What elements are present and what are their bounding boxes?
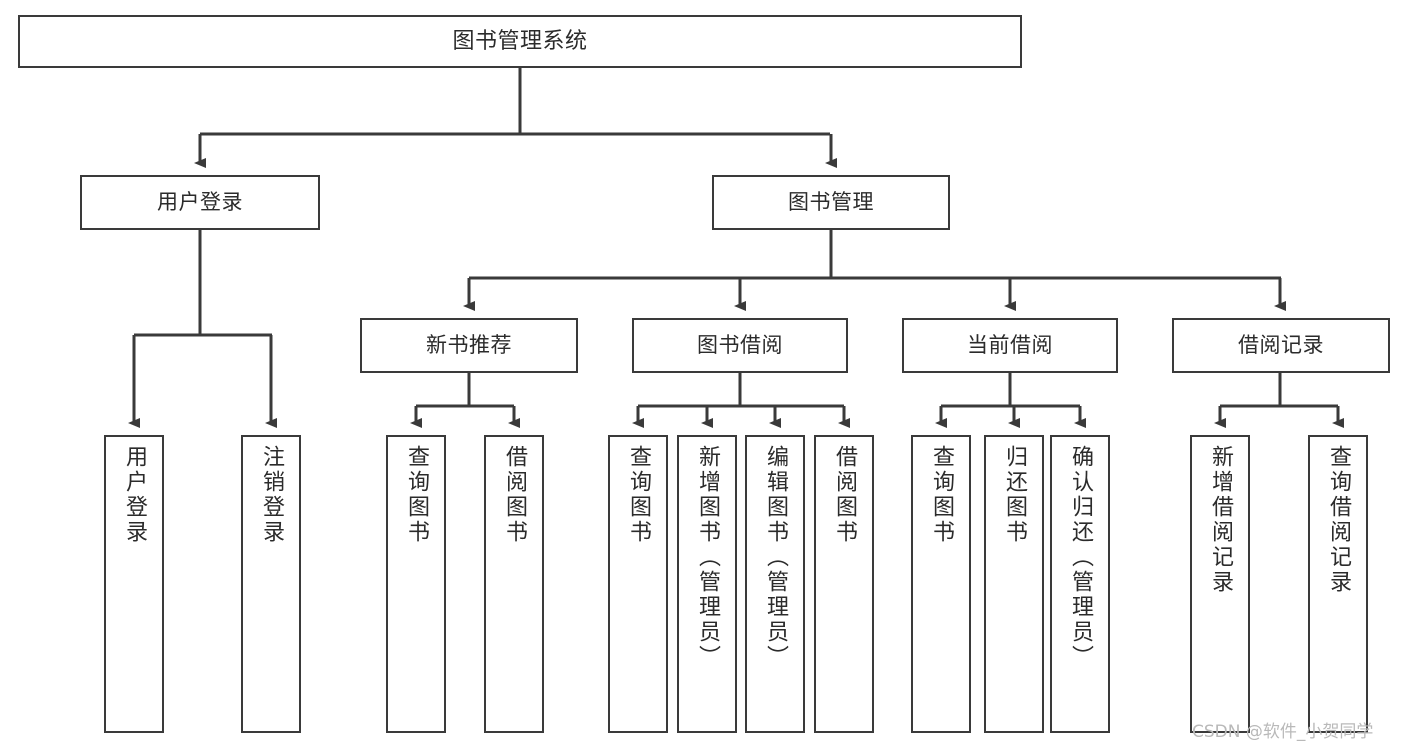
- node-leaf-edit-book-admin-label: 编辑图书（管理员）: [763, 445, 788, 670]
- node-root-label: 图书管理系统: [452, 28, 588, 54]
- node-leaf-query-book-current-label: 查询图书: [929, 445, 954, 545]
- node-leaf-query-book-rec[interactable]: 查询图书: [386, 435, 446, 733]
- node-leaf-query-borrow-record[interactable]: 查询借阅记录: [1308, 435, 1368, 733]
- node-leaf-add-borrow-record[interactable]: 新增借阅记录: [1190, 435, 1250, 733]
- csdn-watermark: CSDN @软件_小贺同学: [1192, 722, 1374, 742]
- node-leaf-add-borrow-record-label: 新增借阅记录: [1208, 445, 1233, 595]
- node-new-book-rec-label: 新书推荐: [426, 333, 512, 358]
- node-leaf-return-book-label: 归还图书: [1002, 445, 1027, 545]
- node-book-manage-label: 图书管理: [788, 190, 874, 215]
- node-book-manage[interactable]: 图书管理: [712, 175, 950, 230]
- node-borrow-record-label: 借阅记录: [1238, 333, 1324, 358]
- node-leaf-logout[interactable]: 注销登录: [241, 435, 301, 733]
- node-leaf-confirm-return-admin-label: 确认归还（管理员）: [1068, 445, 1093, 670]
- node-root[interactable]: 图书管理系统: [18, 15, 1022, 68]
- node-leaf-add-book-admin-label: 新增图书（管理员）: [695, 445, 720, 670]
- node-current-borrow[interactable]: 当前借阅: [902, 318, 1118, 373]
- node-leaf-borrow-book-rec[interactable]: 借阅图书: [484, 435, 544, 733]
- node-leaf-query-book-borrow[interactable]: 查询图书: [608, 435, 668, 733]
- node-leaf-query-book-borrow-label: 查询图书: [626, 445, 651, 545]
- node-leaf-borrow-book-label: 借阅图书: [832, 445, 857, 545]
- node-leaf-return-book[interactable]: 归还图书: [984, 435, 1044, 733]
- node-leaf-confirm-return-admin[interactable]: 确认归还（管理员）: [1050, 435, 1110, 733]
- node-new-book-rec[interactable]: 新书推荐: [360, 318, 578, 373]
- node-borrow-record[interactable]: 借阅记录: [1172, 318, 1390, 373]
- node-leaf-query-borrow-record-label: 查询借阅记录: [1326, 445, 1351, 595]
- node-leaf-user-login-label: 用户登录: [122, 445, 147, 545]
- node-leaf-user-login[interactable]: 用户登录: [104, 435, 164, 733]
- node-current-borrow-label: 当前借阅: [967, 333, 1053, 358]
- node-leaf-logout-label: 注销登录: [259, 445, 284, 545]
- node-leaf-borrow-book[interactable]: 借阅图书: [814, 435, 874, 733]
- node-leaf-edit-book-admin[interactable]: 编辑图书（管理员）: [745, 435, 805, 733]
- node-leaf-borrow-book-rec-label: 借阅图书: [502, 445, 527, 545]
- node-user-login-label: 用户登录: [157, 190, 243, 215]
- node-leaf-add-book-admin[interactable]: 新增图书（管理员）: [677, 435, 737, 733]
- node-leaf-query-book-current[interactable]: 查询图书: [911, 435, 971, 733]
- node-book-borrow[interactable]: 图书借阅: [632, 318, 848, 373]
- node-book-borrow-label: 图书借阅: [697, 333, 783, 358]
- node-user-login[interactable]: 用户登录: [80, 175, 320, 230]
- node-leaf-query-book-rec-label: 查询图书: [404, 445, 429, 545]
